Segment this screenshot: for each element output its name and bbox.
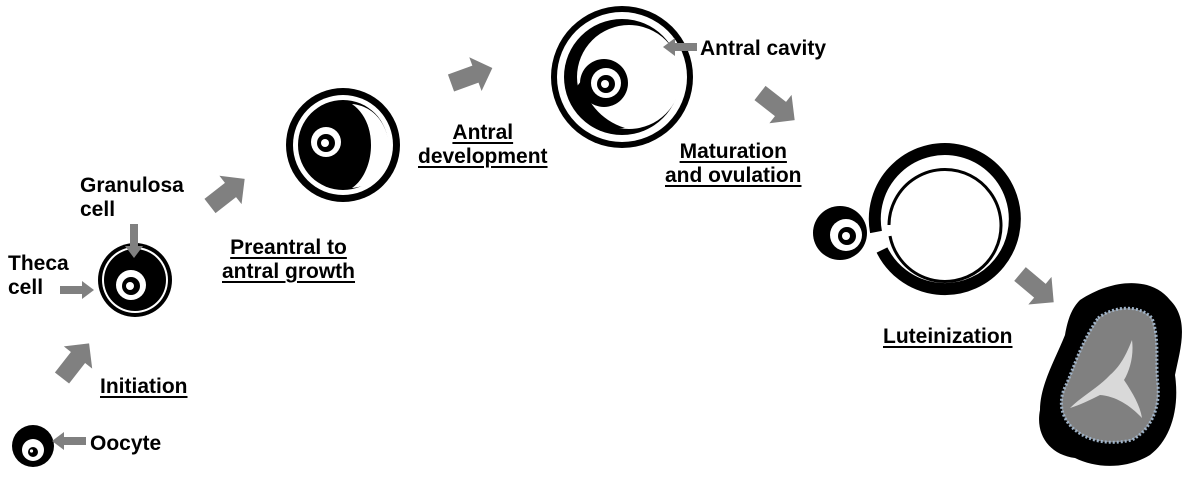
theca-cell-label: Theca cell xyxy=(8,252,69,300)
preantral-line-2: antral growth xyxy=(222,260,355,284)
granulosa-cell-label: Granulosa cell xyxy=(80,174,184,222)
initiation-line-1: Initiation xyxy=(100,375,188,399)
arrow-antral xyxy=(445,51,499,100)
pointer-oocyte xyxy=(52,432,86,450)
maturation-line-1: Maturation xyxy=(665,140,802,164)
arrow-luteinization xyxy=(1008,260,1065,316)
maturation-line-2: and ovulation xyxy=(665,164,802,188)
stage-antral-label: Antral development xyxy=(418,121,548,169)
stage-maturation-label: Maturation and ovulation xyxy=(665,140,802,188)
antral-follicle xyxy=(551,6,693,148)
granulosa-label-line-2: cell xyxy=(80,198,184,222)
primordial-follicle xyxy=(12,425,54,467)
granulosa-label-line-1: Granulosa xyxy=(80,174,184,198)
arrow-maturation xyxy=(749,79,806,134)
stage-preantral-label: Preantral to antral growth xyxy=(222,236,355,284)
luteinization-line-1: Luteinization xyxy=(883,325,1013,349)
antral-line-2: development xyxy=(418,145,548,169)
oocyte-label: Oocyte xyxy=(90,432,161,456)
arrow-initiation xyxy=(48,332,103,389)
stage-luteinization-label: Luteinization xyxy=(883,325,1013,349)
corpus-luteum xyxy=(1039,283,1182,466)
preantral-line-1: Preantral to xyxy=(222,236,355,260)
theca-label-line-1: Theca xyxy=(8,252,69,276)
antral-line-1: Antral xyxy=(418,121,548,145)
preantral-follicle xyxy=(286,88,400,202)
antral-cavity-label: Antral cavity xyxy=(700,37,826,61)
ovulating-follicle xyxy=(813,149,1015,289)
theca-label-line-2: cell xyxy=(8,276,69,300)
arrow-preantral xyxy=(199,165,256,220)
stage-initiation-label: Initiation xyxy=(100,375,188,399)
